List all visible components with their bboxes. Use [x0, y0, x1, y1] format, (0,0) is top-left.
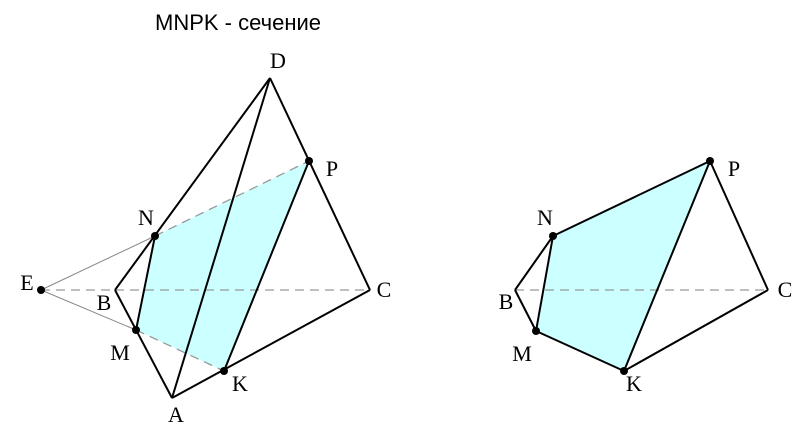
edge-dc — [269, 77, 371, 291]
edge-bn-right — [514, 235, 554, 291]
section-mnpk-right — [536, 161, 710, 371]
edge-db — [114, 77, 271, 291]
edge-mn-right — [535, 235, 554, 332]
dashed-segment-np — [154, 160, 310, 237]
point-n — [151, 232, 159, 240]
label-e: E — [20, 270, 33, 295]
label-k: K — [232, 371, 248, 396]
point-e — [37, 286, 45, 294]
label-c-right: C — [778, 277, 793, 302]
label-a: A — [168, 402, 184, 427]
label-b-right: B — [499, 289, 514, 314]
point-n-right — [549, 232, 557, 240]
construction-line-em — [40, 289, 137, 331]
construction-line-en — [40, 235, 156, 291]
point-p — [305, 157, 313, 165]
label-n-right: N — [537, 205, 553, 230]
point-m — [132, 326, 140, 334]
dashed-segment-mk — [135, 329, 225, 372]
section-mnpk-left — [136, 161, 309, 371]
edge-bm-right — [514, 289, 537, 332]
edge-pc-right — [709, 160, 769, 291]
label-c: C — [377, 277, 392, 302]
point-p-right — [706, 157, 714, 165]
edge-np-right — [552, 160, 711, 237]
edge-ac — [171, 289, 371, 399]
label-d: D — [270, 48, 286, 73]
label-p-right: P — [728, 156, 740, 181]
edge-da — [171, 77, 271, 399]
label-p: P — [326, 156, 338, 181]
left-figure: D P N E B C M K A — [20, 48, 391, 427]
diagram-title: MNPK - сечение — [155, 10, 321, 35]
right-figure: P N B C M K — [499, 156, 793, 396]
label-k-right: K — [626, 371, 642, 396]
point-k-right — [620, 367, 628, 375]
section-edge-pk — [223, 160, 310, 372]
section-edge-mn — [135, 235, 156, 331]
label-m-right: M — [512, 341, 532, 366]
edge-ck-right — [623, 289, 769, 372]
label-b: B — [97, 290, 112, 315]
label-n: N — [138, 205, 154, 230]
point-k — [220, 367, 228, 375]
edge-ba — [114, 289, 173, 399]
label-m: M — [110, 340, 130, 365]
point-m-right — [532, 327, 540, 335]
edge-km-right — [535, 330, 625, 372]
edge-pk-right — [623, 160, 711, 372]
